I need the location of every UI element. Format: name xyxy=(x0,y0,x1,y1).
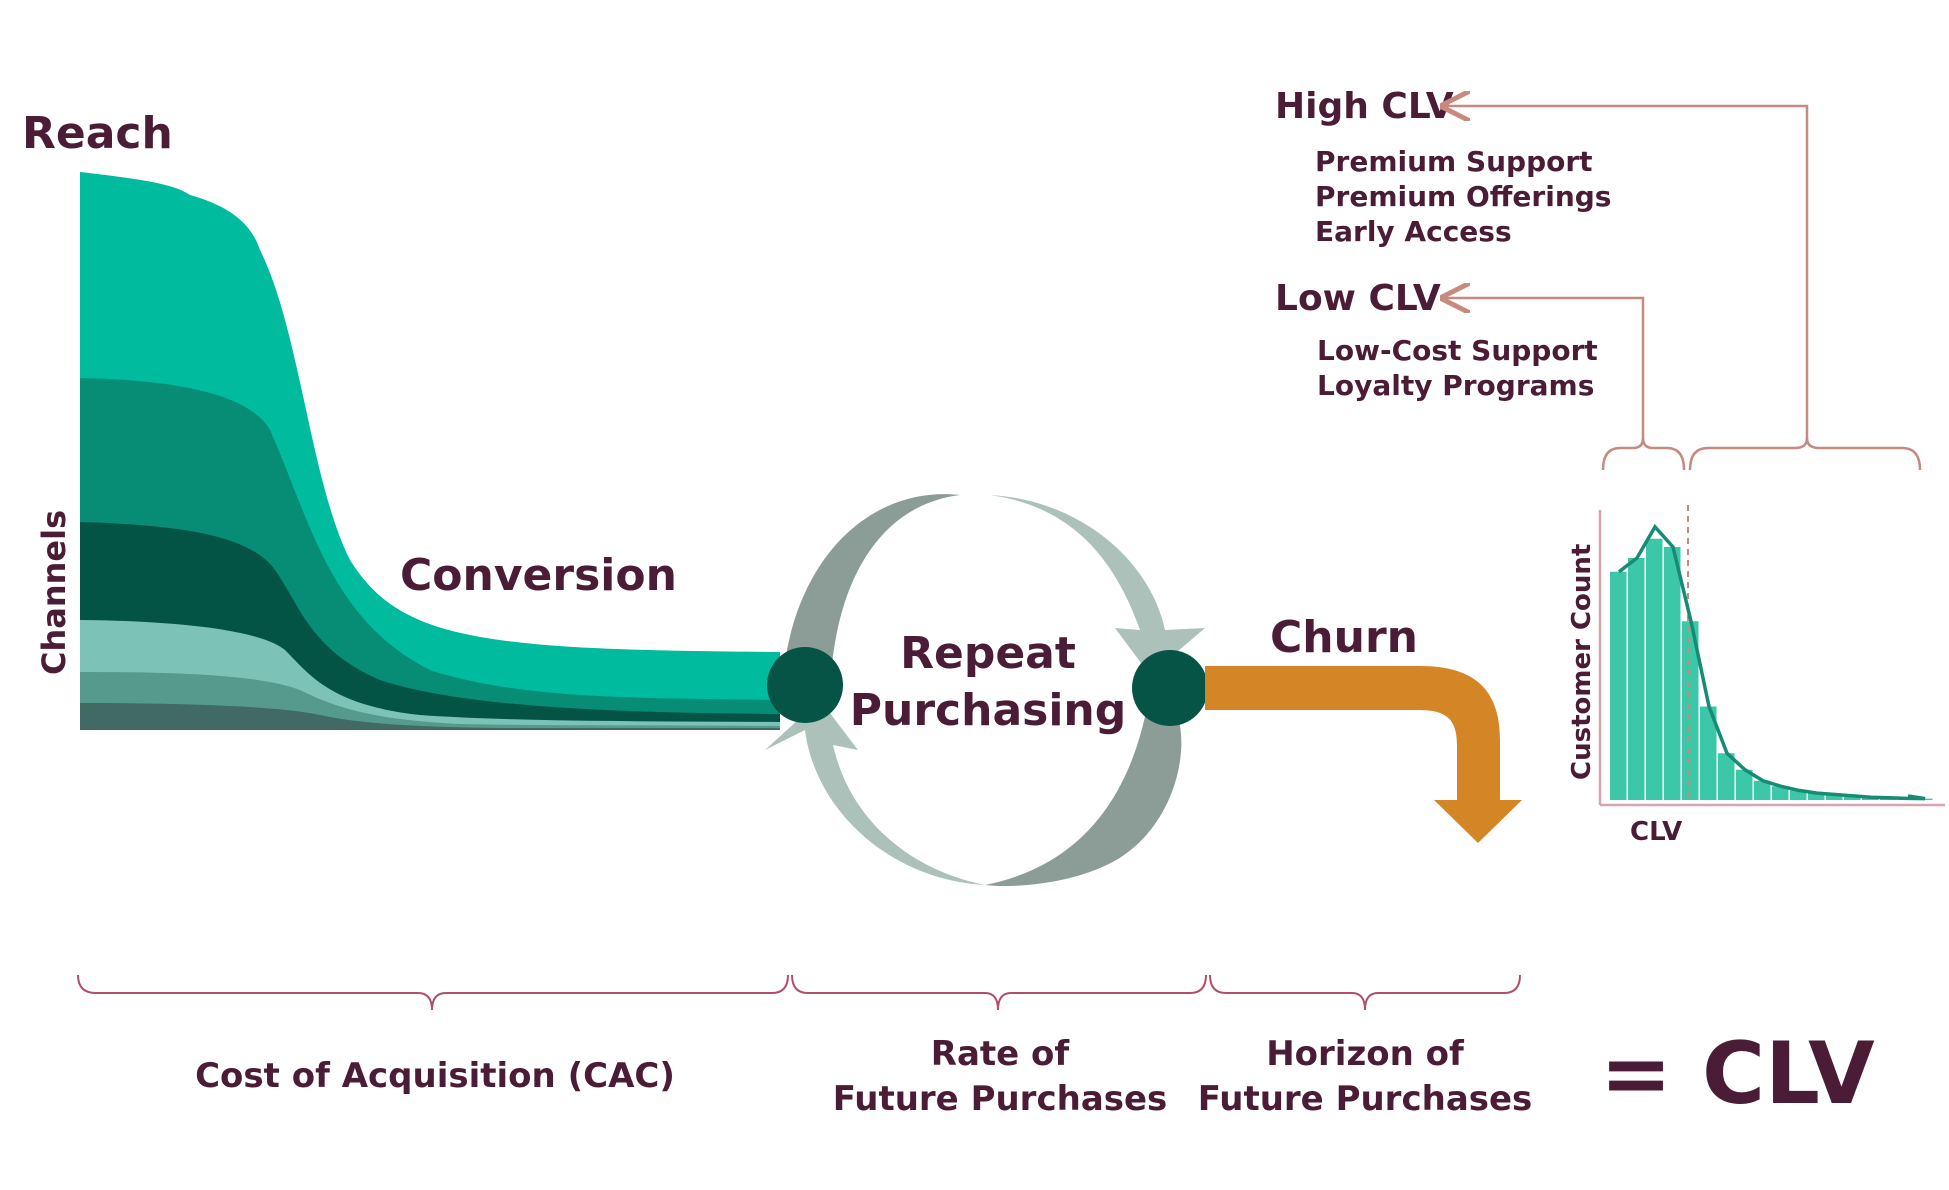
histogram-bar xyxy=(1718,753,1735,800)
cycle-arc-top-right xyxy=(990,495,1205,675)
high-clv-item: Premium Support xyxy=(1315,145,1593,178)
bottom-braces xyxy=(77,974,1521,1011)
cycle-arc-bottom-right xyxy=(985,690,1182,887)
high-clv-item: Early Access xyxy=(1315,215,1512,248)
repeat-cycle xyxy=(765,494,1208,887)
cycle-arc-bottom-left xyxy=(765,700,985,885)
horizon-label-line2: Future Purchases xyxy=(1198,1079,1533,1119)
histogram-bar xyxy=(1682,621,1699,800)
histogram-x-label: CLV xyxy=(1630,817,1682,847)
histogram-bar xyxy=(1700,706,1717,800)
segment-connectors xyxy=(1445,106,1922,471)
low-clv-title: Low CLV xyxy=(1275,278,1441,319)
histogram-bar xyxy=(1772,786,1789,800)
high-clv-title: High CLV xyxy=(1275,86,1454,127)
histogram-bar xyxy=(1790,790,1807,800)
high-clv-brace xyxy=(1688,437,1922,471)
histogram-bar xyxy=(1844,795,1861,800)
equals-clv-label: = CLV xyxy=(1600,1024,1875,1124)
churn-arrow xyxy=(1205,666,1522,843)
histogram-bar xyxy=(1808,793,1825,800)
histogram-y-label: Customer Count xyxy=(1567,544,1597,780)
conversion-label: Conversion xyxy=(400,550,677,601)
brace-rate xyxy=(791,974,1207,1011)
histogram-bar xyxy=(1826,794,1843,800)
low-clv-item: Loyalty Programs xyxy=(1317,369,1594,402)
low-clv-item: Low-Cost Support xyxy=(1317,334,1598,367)
funnel-layer-6 xyxy=(80,703,780,730)
histogram-bar xyxy=(1664,547,1681,800)
histogram-bar xyxy=(1754,780,1771,800)
reach-label: Reach xyxy=(22,108,173,159)
acquisition-funnel xyxy=(80,172,780,730)
clv-histogram xyxy=(1598,505,1945,807)
high-clv-connector xyxy=(1445,106,1809,440)
horizon-label-line1: Horizon of xyxy=(1266,1034,1465,1074)
histogram-bar xyxy=(1736,769,1753,800)
repeat-label-line1: Repeat xyxy=(900,628,1076,679)
histogram-bar xyxy=(1646,538,1663,800)
churn-label: Churn xyxy=(1270,612,1418,663)
brace-cac xyxy=(77,974,789,1011)
high-clv-item: Premium Offerings xyxy=(1315,180,1611,213)
low-clv-brace xyxy=(1601,437,1686,471)
rate-label-line2: Future Purchases xyxy=(833,1079,1168,1119)
cycle-node-right xyxy=(1132,650,1208,726)
histogram-density-curve xyxy=(1617,523,1926,801)
histogram-bar xyxy=(1610,571,1627,800)
brace-horizon xyxy=(1209,974,1521,1011)
cycle-node-left xyxy=(767,647,843,723)
cac-label: Cost of Acquisition (CAC) xyxy=(195,1056,675,1096)
low-clv-connector xyxy=(1445,298,1645,440)
histogram-bar xyxy=(1628,558,1645,800)
channels-label: Channels xyxy=(35,510,73,675)
repeat-label-line2: Purchasing xyxy=(850,685,1126,736)
rate-label-line1: Rate of xyxy=(931,1034,1071,1074)
cycle-arc-top-left xyxy=(782,494,960,690)
